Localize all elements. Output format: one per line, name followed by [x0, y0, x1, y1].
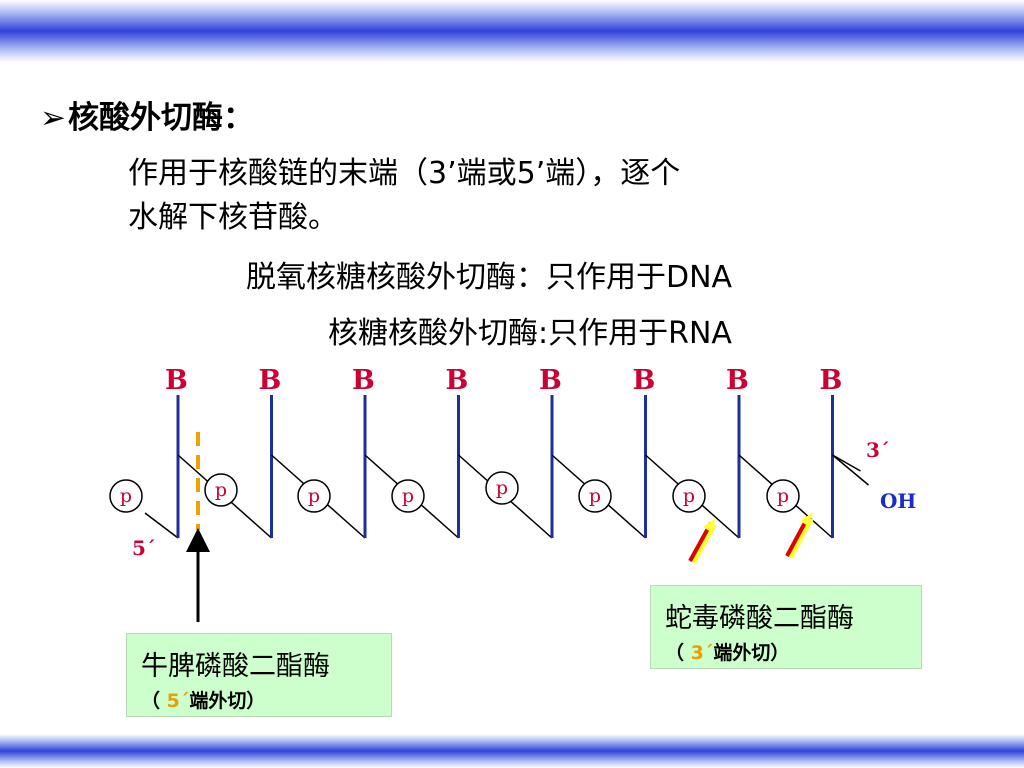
phosphate-label: p	[496, 477, 508, 499]
base-label: B	[633, 365, 656, 396]
rnase-definition: 核糖核酸外切酶:只作用于RNA	[328, 316, 732, 351]
base-label: B	[726, 365, 749, 396]
base-label: B	[259, 365, 282, 396]
phosphodiester-bond	[832, 454, 869, 486]
description-line-1: 作用于核酸链的末端（3’端或5’端），逐个	[128, 156, 681, 191]
five-prime-end-label: 5´	[132, 536, 156, 560]
backbone-chain: B B B B B B B Bp p p p p p p p	[109, 365, 869, 539]
phosphate-circle	[297, 479, 331, 513]
backbone-segment-3-prime	[832, 454, 861, 472]
base-label: B	[352, 365, 375, 396]
phosphate-circle	[485, 471, 519, 505]
phosphate-label: p	[402, 485, 414, 507]
venom-enzyme-arrow-1	[688, 518, 717, 564]
arrow-bullet-icon: ➢	[40, 100, 66, 136]
phosphate-label: p	[589, 485, 601, 507]
phosphate-label: p	[777, 485, 789, 507]
three-prime-end-label: 3´	[866, 438, 890, 462]
base-label: B	[539, 365, 562, 396]
spleen-enzyme-note: （ 5´端外切）	[141, 690, 266, 712]
spleen-phosphodiesterase-box: 牛脾磷酸二酯酶 （ 5´端外切）	[126, 633, 392, 717]
venom-enzyme-arrow-2	[785, 512, 814, 559]
phosphate-label: p	[120, 485, 132, 507]
phosphate-circle	[578, 479, 612, 513]
top-decor-band	[0, 0, 1024, 62]
phosphate-circle	[109, 479, 143, 513]
spleen-enzyme-name: 牛脾磷酸二酯酶	[141, 651, 330, 682]
venom-enzyme-note: （ 3´端外切）	[665, 642, 790, 664]
venom-enzyme-name: 蛇毒磷酸二酯酶	[665, 603, 854, 634]
phosphate-label: p	[308, 485, 320, 507]
description-line-2: 水解下核苷酸。	[128, 200, 338, 235]
base-label: B	[820, 365, 843, 396]
phosphate-circle	[391, 479, 425, 513]
venom-phosphodiesterase-box: 蛇毒磷酸二酯酶 （ 3´端外切）	[650, 585, 922, 669]
dnase-definition: 脱氧核糖核酸外切酶：只作用于DNA	[246, 260, 733, 295]
page-heading: ➢核酸外切酶：	[40, 92, 254, 137]
phosphate-label: p	[683, 485, 695, 507]
heading-text: 核酸外切酶：	[67, 100, 254, 136]
phosphate-circle	[204, 473, 238, 507]
backbone-segment-5-prime	[144, 512, 179, 539]
base-label: B	[446, 365, 469, 396]
phosphate-label: p	[215, 479, 227, 501]
phosphate-circle	[672, 479, 706, 513]
hydroxyl-label: OH	[880, 489, 916, 513]
bottom-decor-band	[0, 734, 1024, 768]
base-label: B	[165, 365, 188, 396]
phosphate-circle	[766, 479, 800, 513]
